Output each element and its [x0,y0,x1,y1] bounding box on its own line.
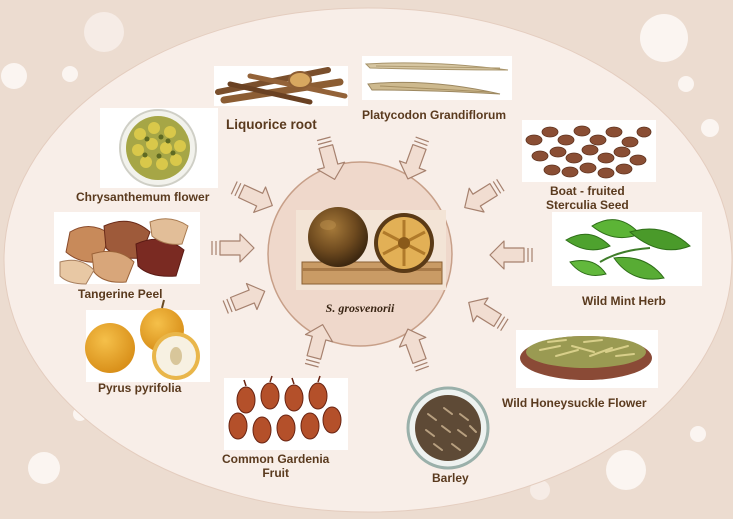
label-honeysuckle: Wild Honeysuckle Flower [502,396,647,410]
bubble [690,426,706,442]
label-barley: Barley [432,471,469,485]
label-pyrus: Pyrus pyrifolia [98,381,182,395]
bubble [1,63,27,89]
platycodon-image [362,56,512,100]
chrysanthemum-image [100,108,218,188]
honeysuckle-image [516,330,658,388]
bubble [28,452,60,484]
bubble [640,14,688,62]
label-gardenia-line2: Fruit [262,466,290,480]
wild-mint-image [552,212,702,286]
bubble [62,66,78,82]
barley-image [406,386,490,470]
label-chrysanthemum: Chrysanthemum flower [76,190,210,204]
bubble [530,480,550,500]
label-sterculia-line1: Boat - fruited [550,184,625,198]
bubble [701,119,719,137]
center-fruit-image [296,207,446,290]
center-label: S. grosvenorii [325,301,395,315]
label-gardenia-line1: Common Gardenia [222,452,330,466]
label-sterculia: Boat - fruited Sterculia Seed [546,184,629,212]
label-platycodon: Platycodon Grandiflorum [362,108,507,122]
bubble [678,76,694,92]
pyrus-pyrifolia-image [85,299,210,382]
gardenia-fruit-image [224,375,348,450]
label-liquorice-root: Liquorice root [226,117,317,132]
label-tangerine-peel: Tangerine Peel [78,287,163,301]
liquorice-root-image [214,66,348,106]
label-gardenia: Common Gardenia Fruit [222,452,329,480]
bubble [606,450,646,490]
label-wild-mint: Wild Mint Herb [582,294,666,308]
tangerine-peel-image [54,212,200,285]
bubble [84,12,124,52]
label-sterculia-line2: Sterculia Seed [546,198,629,212]
sterculia-seed-image [522,120,656,182]
